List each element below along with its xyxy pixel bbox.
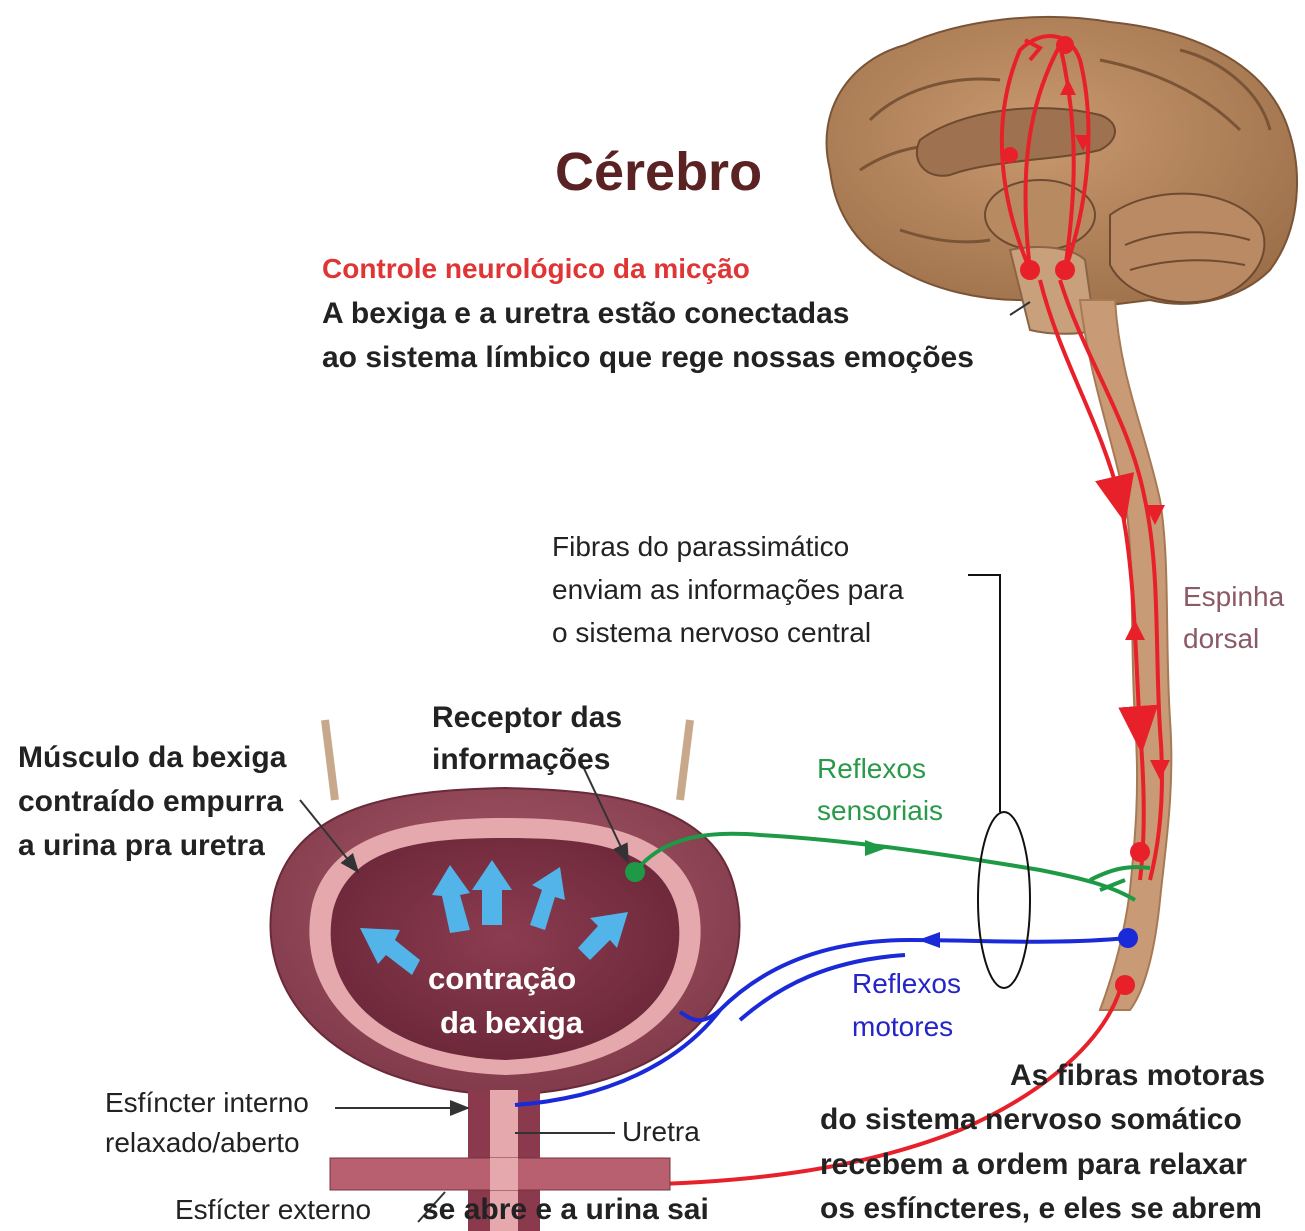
internal-sphincter-line-1: Esfíncter interno xyxy=(105,1086,309,1120)
blue-arrow-icon xyxy=(918,932,940,948)
muscle-line-2: contraído empurra xyxy=(18,784,283,820)
urethra-label: Uretra xyxy=(622,1115,700,1149)
parasympathetic-line-2: enviam as informações para xyxy=(552,573,904,607)
contraction-line-2: da bexiga xyxy=(440,1004,583,1041)
heading-line-1: A bexiga e a uretra estão conectadas xyxy=(322,296,849,332)
sensory-line-1: Reflexos xyxy=(817,752,926,786)
parasympathetic-line-3: o sistema nervoso central xyxy=(552,616,871,650)
spine-label-line-1: Espinha xyxy=(1183,580,1284,614)
spine-label-line-2: dorsal xyxy=(1183,622,1259,656)
callout-line xyxy=(968,575,1000,812)
motor-fibers-line-1: As fibras motoras xyxy=(1010,1058,1265,1094)
motor-node xyxy=(1118,928,1138,948)
motor-fibers-line-4: os esfíncteres, e eles se abrem xyxy=(820,1191,1262,1227)
page-title: Cérebro xyxy=(555,140,762,205)
motor-fibers-line-3: recebem a ordem para relaxar xyxy=(820,1147,1247,1183)
external-sphincter-label: Esfícter externo xyxy=(175,1193,371,1227)
sensory-line-2: sensoriais xyxy=(817,794,943,828)
heading-red: Controle neurológico da micção xyxy=(322,252,750,286)
parasympathetic-line-1: Fibras do parassimático xyxy=(552,530,849,564)
external-sphincter-continuation: se abre e a urina sai xyxy=(422,1192,709,1228)
heading-line-2: ao sistema límbico que rege nossas emoçõ… xyxy=(322,340,974,376)
internal-sphincter-line-2: relaxado/aberto xyxy=(105,1126,300,1160)
motor-line-2: motores xyxy=(852,1010,953,1044)
receptor-node xyxy=(625,862,645,882)
contraction-line-1: contração xyxy=(428,960,576,997)
motor-line-1: Reflexos xyxy=(852,967,961,1001)
receptor-line-2: informações xyxy=(432,742,610,778)
motor-fibers-line-2: do sistema nervoso somático xyxy=(820,1102,1242,1138)
receptor-line-1: Receptor das xyxy=(432,700,622,736)
fiber-bundle-ellipse xyxy=(978,812,1030,988)
muscle-line-1: Músculo da bexiga xyxy=(18,740,286,776)
muscle-line-3: a urina pra uretra xyxy=(18,828,265,864)
green-arrow-icon xyxy=(865,840,887,856)
